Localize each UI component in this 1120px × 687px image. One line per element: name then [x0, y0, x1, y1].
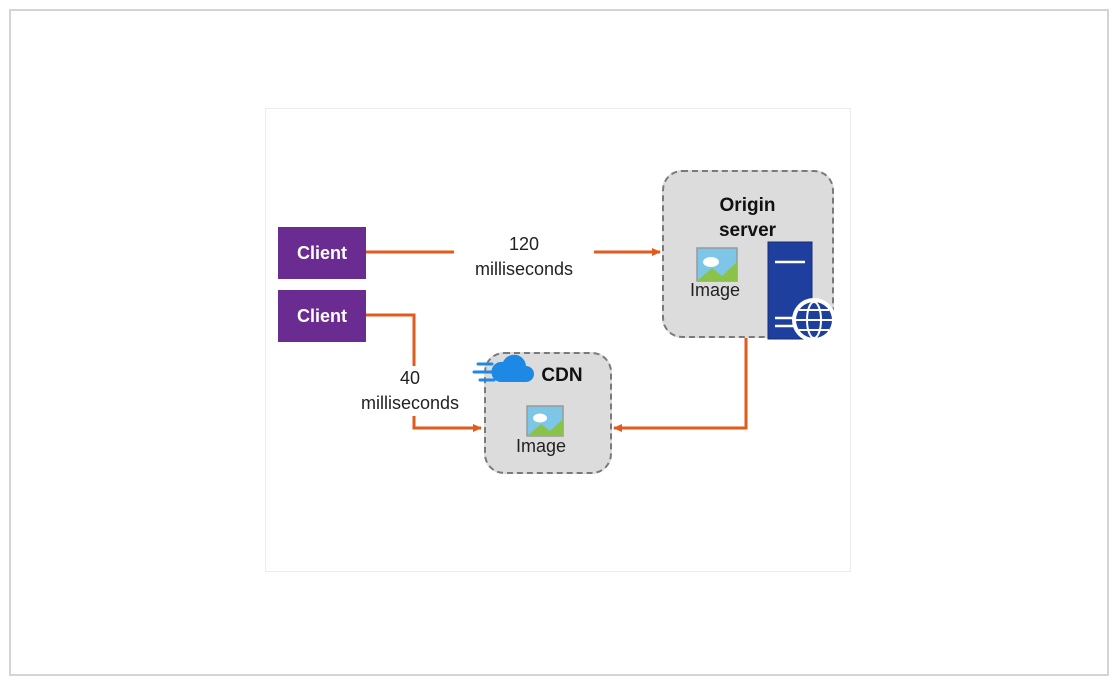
client-label: Client — [296, 242, 347, 263]
origin-title-line2: server — [718, 220, 777, 241]
latency-value: 120 — [508, 234, 540, 254]
cdn-image-label: Image — [516, 436, 567, 456]
arrow-origin-to-cdn — [613, 338, 748, 432]
latency-cdn-label: 40 milliseconds — [346, 366, 474, 416]
latency-unit: milliseconds — [474, 259, 574, 279]
origin-server-title: Origin server — [700, 193, 795, 243]
client-box-top: Client — [278, 227, 366, 279]
cdn-title: CDN — [541, 365, 583, 386]
client-box-bottom: Client — [278, 290, 366, 342]
latency-unit: milliseconds — [360, 393, 460, 413]
latency-value: 40 — [399, 368, 421, 388]
latency-origin-label: 120 milliseconds — [454, 232, 594, 282]
origin-title-line1: Origin — [719, 195, 776, 216]
client-label: Client — [296, 305, 347, 326]
origin-image-label: Image — [690, 280, 741, 300]
